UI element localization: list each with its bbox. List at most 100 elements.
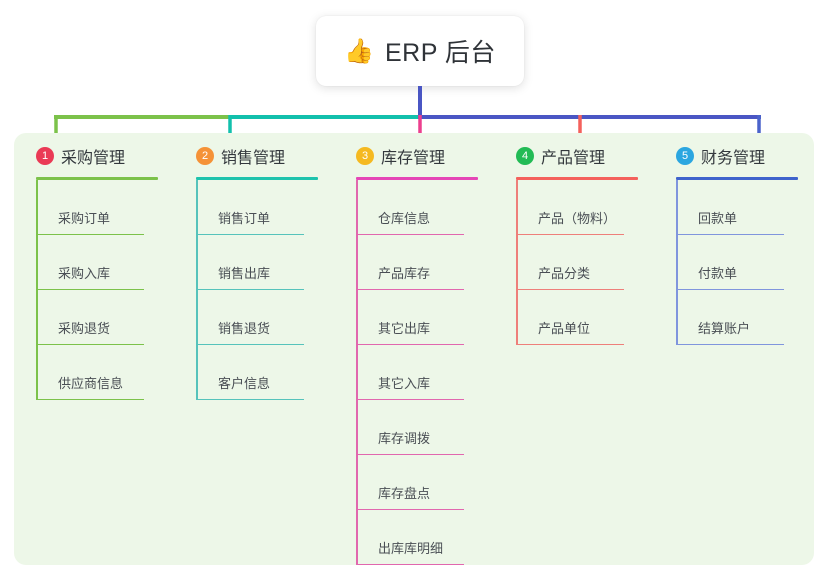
branch-title-5: 财务管理 <box>701 150 766 167</box>
leaf-rule <box>356 453 464 455</box>
branch-rule-5 <box>676 177 798 180</box>
leaf-rule <box>196 288 304 290</box>
branch-title-3: 库存管理 <box>381 150 446 167</box>
list-item[interactable]: 库存调拨 <box>356 400 486 455</box>
leaf-spine-4 <box>516 180 518 345</box>
leaf-rule <box>36 288 144 290</box>
leaf-label: 采购退货 <box>58 321 111 336</box>
leaf-label: 供应商信息 <box>58 376 124 391</box>
list-item[interactable]: 付款单 <box>676 235 806 290</box>
branch-column-1: 1 采购管理 采购订单 采购入库 采购退货 供应商信 <box>14 133 174 565</box>
leaf-list-4: 产品（物料） 产品分类 产品单位 <box>516 180 646 345</box>
diagram-panel <box>14 133 814 565</box>
leaf-label: 销售订单 <box>218 211 271 226</box>
leaf-rule <box>676 288 784 290</box>
branch-title-2: 销售管理 <box>221 150 286 167</box>
leaf-list-2: 销售订单 销售出库 销售退货 客户信息 <box>196 180 326 400</box>
leaf-rule <box>676 343 784 345</box>
leaf-label: 产品库存 <box>378 266 431 281</box>
leaf-label: 库存盘点 <box>378 486 431 501</box>
list-item[interactable]: 销售退货 <box>196 290 326 345</box>
leaf-rule <box>516 343 624 345</box>
leaf-label: 结算账户 <box>698 321 751 336</box>
leaf-label: 产品单位 <box>538 321 591 336</box>
leaf-label: 产品分类 <box>538 266 591 281</box>
leaf-label: 付款单 <box>698 266 738 281</box>
leaf-rule <box>356 233 464 235</box>
leaf-spine-2 <box>196 180 198 400</box>
leaf-label: 产品（物料） <box>538 211 617 226</box>
list-item[interactable]: 销售出库 <box>196 235 326 290</box>
leaf-spine-5 <box>676 180 678 345</box>
thumbs-up-icon: 👍 <box>344 37 374 65</box>
leaf-rule <box>676 233 784 235</box>
leaf-rule <box>356 508 464 510</box>
root-node-card[interactable]: 👍 ERP 后台 <box>316 16 524 86</box>
list-item[interactable]: 仓库信息 <box>356 180 486 235</box>
list-item[interactable]: 其它出库 <box>356 290 486 345</box>
leaf-rule <box>196 398 304 400</box>
list-item[interactable]: 采购入库 <box>36 235 166 290</box>
branch-header-2[interactable]: 2 销售管理 <box>196 143 334 169</box>
leaf-rule <box>516 288 624 290</box>
list-item[interactable]: 产品分类 <box>516 235 646 290</box>
leaf-label: 销售退货 <box>218 321 271 336</box>
leaf-label: 回款单 <box>698 211 738 226</box>
leaf-rule <box>356 398 464 400</box>
leaf-rule <box>356 563 464 565</box>
leaf-rule <box>36 233 144 235</box>
list-item[interactable]: 客户信息 <box>196 345 326 400</box>
branch-column-3: 3 库存管理 仓库信息 产品库存 其它出库 其它入库 <box>334 133 494 565</box>
leaf-label: 其它入库 <box>378 376 431 391</box>
list-item[interactable]: 采购订单 <box>36 180 166 235</box>
branch-header-3[interactable]: 3 库存管理 <box>356 143 494 169</box>
list-item[interactable]: 供应商信息 <box>36 345 166 400</box>
branch-rule-1 <box>36 177 158 180</box>
branch-badge-2: 2 <box>196 147 214 165</box>
branch-header-4[interactable]: 4 产品管理 <box>516 143 654 169</box>
branch-title-4: 产品管理 <box>541 150 606 167</box>
leaf-rule <box>196 343 304 345</box>
leaf-rule <box>36 398 144 400</box>
list-item[interactable]: 出库库明细 <box>356 510 486 565</box>
leaf-list-5: 回款单 付款单 结算账户 <box>676 180 806 345</box>
list-item[interactable]: 销售订单 <box>196 180 326 235</box>
list-item[interactable]: 其它入库 <box>356 345 486 400</box>
leaf-rule <box>196 233 304 235</box>
branch-column-4: 4 产品管理 产品（物料） 产品分类 产品单位 <box>494 133 654 565</box>
leaf-rule <box>356 288 464 290</box>
branch-title-1: 采购管理 <box>61 150 126 167</box>
leaf-spine-1 <box>36 180 38 400</box>
leaf-label: 销售出库 <box>218 266 271 281</box>
leaf-spine-3 <box>356 180 358 565</box>
list-item[interactable]: 库存盘点 <box>356 455 486 510</box>
leaf-label: 采购订单 <box>58 211 111 226</box>
list-item[interactable]: 结算账户 <box>676 290 806 345</box>
list-item[interactable]: 采购退货 <box>36 290 166 345</box>
leaf-label: 采购入库 <box>58 266 111 281</box>
branch-header-1[interactable]: 1 采购管理 <box>36 143 174 169</box>
leaf-label: 出库库明细 <box>378 541 444 556</box>
leaf-label: 仓库信息 <box>378 211 431 226</box>
branch-badge-5: 5 <box>676 147 694 165</box>
branch-header-5[interactable]: 5 财务管理 <box>676 143 814 169</box>
list-item[interactable]: 产品（物料） <box>516 180 646 235</box>
branch-rule-2 <box>196 177 318 180</box>
leaf-list-3: 仓库信息 产品库存 其它出库 其它入库 库存调拨 <box>356 180 486 565</box>
branch-column-2: 2 销售管理 销售订单 销售出库 销售退货 客户信息 <box>174 133 334 565</box>
root-node-content: 👍 ERP 后台 <box>344 33 496 69</box>
list-item[interactable]: 产品单位 <box>516 290 646 345</box>
leaf-list-1: 采购订单 采购入库 采购退货 供应商信息 <box>36 180 166 400</box>
branch-rule-4 <box>516 177 638 180</box>
list-item[interactable]: 产品库存 <box>356 235 486 290</box>
leaf-label: 其它出库 <box>378 321 431 336</box>
leaf-label: 客户信息 <box>218 376 271 391</box>
list-item[interactable]: 回款单 <box>676 180 806 235</box>
leaf-rule <box>356 343 464 345</box>
page-title: ERP 后台 <box>384 39 496 67</box>
leaf-rule <box>36 343 144 345</box>
branch-rule-3 <box>356 177 478 180</box>
leaf-rule <box>516 233 624 235</box>
column-container: 1 采购管理 采购订单 采购入库 采购退货 供应商信 <box>14 133 814 565</box>
